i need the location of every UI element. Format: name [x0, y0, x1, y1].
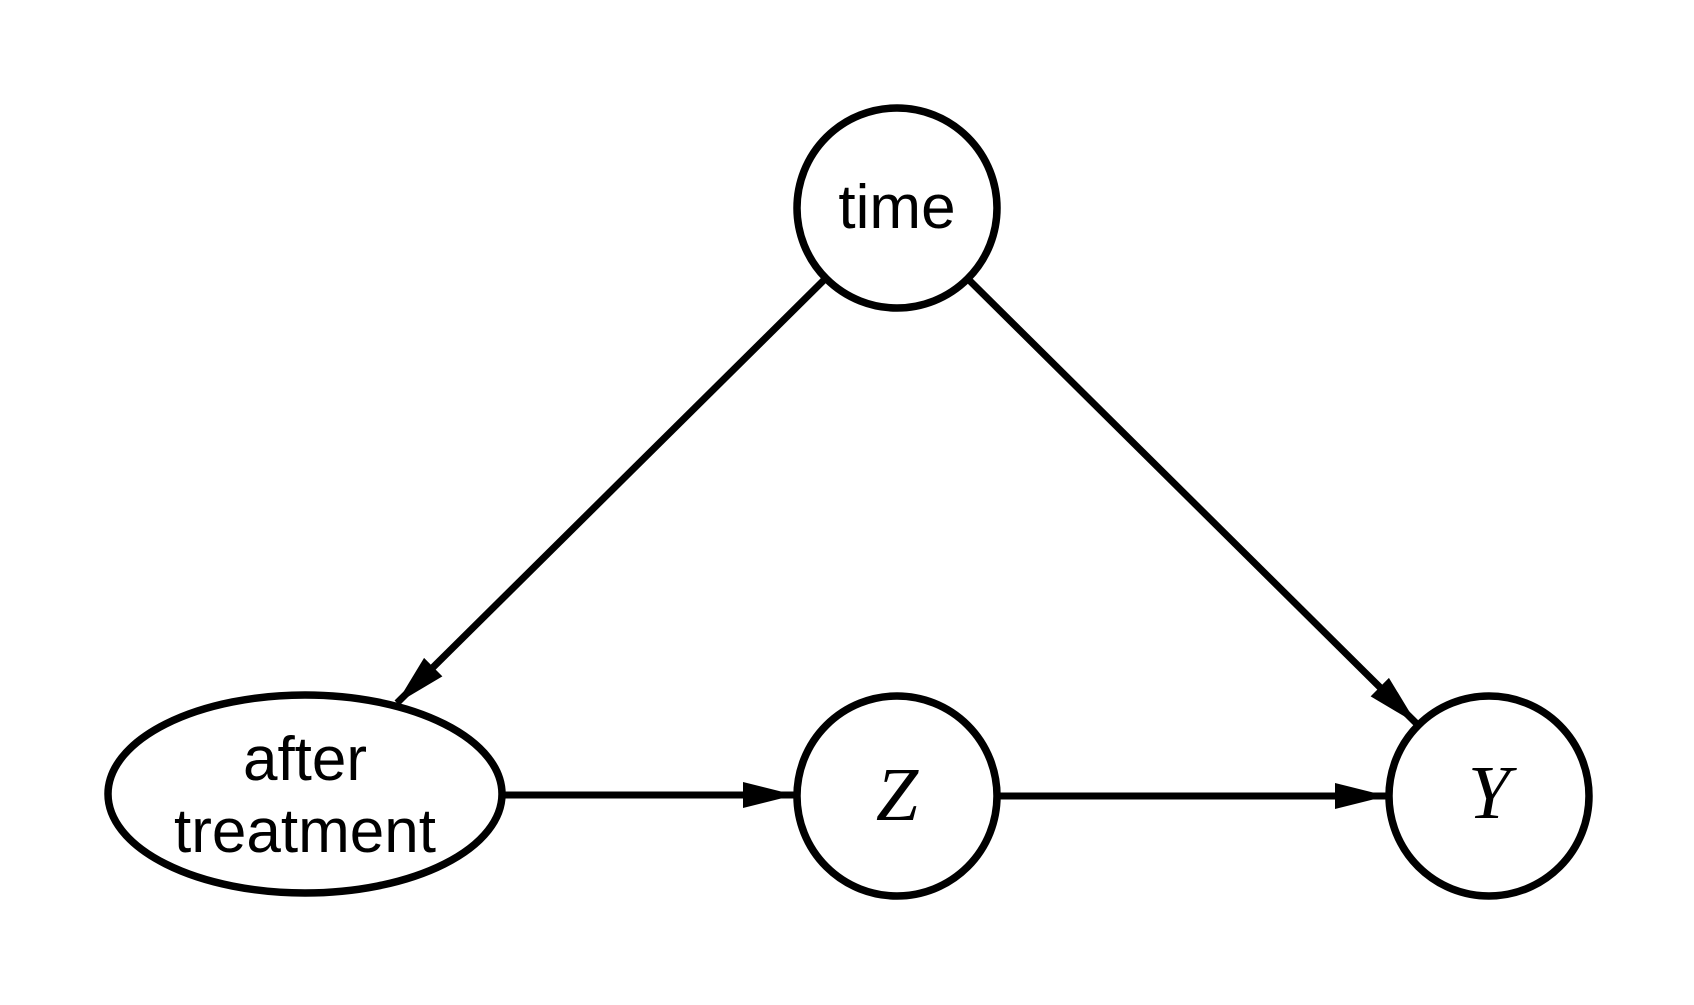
- edge-time-to-after-treatment: [394, 275, 829, 706]
- node-z: Z: [793, 692, 1001, 900]
- node-after-treatment: after treatment: [104, 691, 506, 897]
- after-treatment-node-label-line1: after: [243, 725, 367, 794]
- edges: [394, 275, 1419, 809]
- node-time: time: [793, 104, 1001, 312]
- time-node-circle: [793, 104, 1001, 312]
- edge-time-to-y: [965, 276, 1419, 726]
- z-node-label: Z: [876, 753, 919, 837]
- node-y: Y: [1385, 692, 1593, 900]
- z-node-circle: [793, 692, 1001, 900]
- y-node-label: Y: [1468, 751, 1518, 835]
- y-node-circle: [1385, 692, 1593, 900]
- after-treatment-node-label-line2: treatment: [174, 797, 436, 866]
- time-node-label: time: [838, 173, 955, 242]
- after-treatment-node-ellipse: [104, 691, 506, 897]
